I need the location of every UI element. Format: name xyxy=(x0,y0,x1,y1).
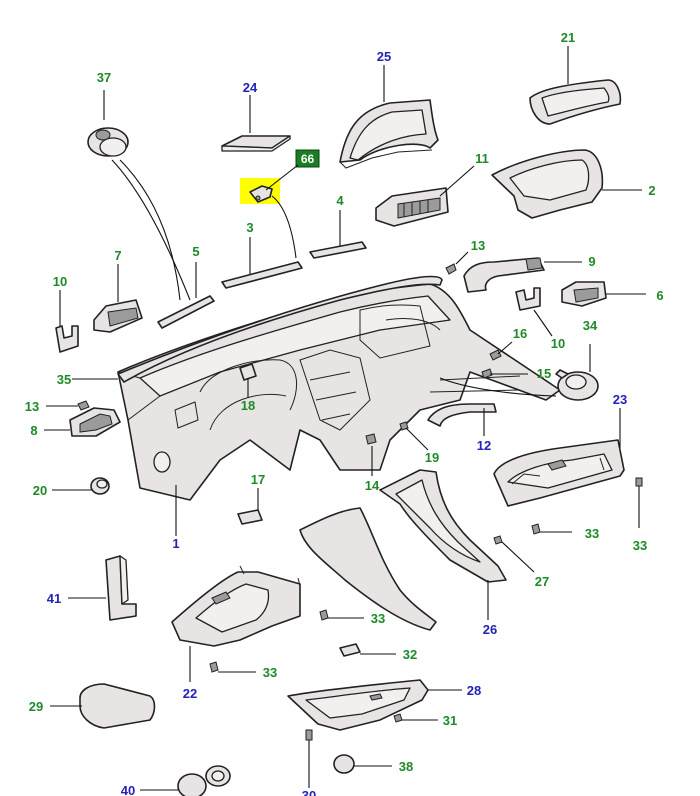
part-11-vent xyxy=(375,187,449,227)
new-part-badge-icon: 66 xyxy=(295,149,320,168)
callout-24: 24 xyxy=(243,80,258,95)
part-lower-trim-panel xyxy=(299,507,437,631)
callout-29: 29 xyxy=(29,699,43,714)
callout-14: 14 xyxy=(365,478,380,493)
part-24-panel xyxy=(221,135,291,152)
callout-7: 7 xyxy=(114,248,121,263)
part-41-bracket xyxy=(105,555,137,621)
part-32-clip xyxy=(339,643,361,657)
callout-41: 41 xyxy=(47,591,61,606)
callout-33-vertical: 33 xyxy=(633,538,647,553)
callout-22: 22 xyxy=(183,686,197,701)
part-3-trim-strip xyxy=(221,261,303,289)
part-20-plug xyxy=(90,477,110,495)
callout-15: 15 xyxy=(537,366,551,381)
badge-text: 66 xyxy=(301,152,315,166)
part-26-side-trim xyxy=(379,469,507,583)
part-28-tray xyxy=(287,679,429,731)
part-10-bracket-right xyxy=(515,287,541,311)
part-13-screw-upper xyxy=(445,263,457,275)
part-35-top-rail xyxy=(117,275,443,383)
callout-18: 18 xyxy=(241,398,255,413)
callout-35: 35 xyxy=(57,372,71,387)
part-18-switch xyxy=(239,363,257,381)
part-34-knob xyxy=(555,369,599,401)
callout-6: 6 xyxy=(656,288,663,303)
part-13-screw-left xyxy=(77,400,90,411)
part-9-handle xyxy=(463,257,545,293)
callout-8: 8 xyxy=(30,423,37,438)
part-7-vent xyxy=(93,299,143,333)
part-29-pad xyxy=(79,683,156,729)
callout-20: 20 xyxy=(33,483,47,498)
part-40-knob-set xyxy=(177,765,231,796)
part-33-screw-mid xyxy=(319,609,329,621)
part-27-screw xyxy=(493,535,503,545)
callout-37: 37 xyxy=(97,70,111,85)
part-33-screw-vertical xyxy=(635,477,643,487)
callout-4: 4 xyxy=(336,193,344,208)
callout-10-right: 10 xyxy=(551,336,565,351)
callout-26: 26 xyxy=(483,622,497,637)
part-4-trim-strip xyxy=(309,241,367,259)
part-10-bracket-left xyxy=(55,325,79,353)
callout-2: 2 xyxy=(648,183,655,198)
callout-21: 21 xyxy=(561,30,575,45)
part-2-glovebox-lid-surround xyxy=(491,149,604,219)
part-30-screw xyxy=(305,729,313,741)
part-12-bracket xyxy=(427,403,497,427)
part-33-screw-low xyxy=(209,661,219,673)
callout-9: 9 xyxy=(588,254,595,269)
callout-11: 11 xyxy=(475,151,489,166)
part-33-screw-right xyxy=(531,523,541,535)
callout-30: 30 xyxy=(302,788,316,796)
callout-25: 25 xyxy=(377,49,391,64)
part-17-blanking-plate xyxy=(237,509,263,525)
part-38-button xyxy=(333,754,355,774)
part-16-screw xyxy=(489,349,502,361)
part-25-instrument-cowl xyxy=(339,99,439,169)
callout-1: 1 xyxy=(172,536,179,551)
callout-32: 32 xyxy=(403,647,417,662)
callout-19: 19 xyxy=(425,450,439,465)
callout-13-left: 13 xyxy=(25,399,39,414)
callout-10-left: 10 xyxy=(53,274,67,289)
callout-31: 31 xyxy=(443,713,457,728)
callout-33-right: 33 xyxy=(585,526,599,541)
callout-3: 3 xyxy=(246,220,253,235)
callout-13-upper: 13 xyxy=(471,238,485,253)
callout-16: 16 xyxy=(513,326,527,341)
callout-27: 27 xyxy=(535,574,549,589)
callout-28: 28 xyxy=(467,683,481,698)
part-14-clip xyxy=(365,433,377,445)
part-6-vent xyxy=(561,281,607,307)
part-15-clip xyxy=(481,368,493,379)
part-37-speaker-cover xyxy=(87,127,129,157)
callout-23: 23 xyxy=(613,392,627,407)
callout-40: 40 xyxy=(121,783,135,796)
part-8-switch-pack xyxy=(69,407,121,437)
callout-33-low: 33 xyxy=(263,665,277,680)
callout-labels: 37 24 25 21 2 11 4 3 5 13 9 7 10 6 16 34… xyxy=(25,30,664,796)
callout-17: 17 xyxy=(251,472,265,487)
callout-5: 5 xyxy=(192,244,199,259)
part-23-glovebox xyxy=(493,439,625,507)
part-21-trim-panel xyxy=(529,79,622,125)
callout-12: 12 xyxy=(477,438,491,453)
callout-38: 38 xyxy=(399,759,413,774)
part-5-trim-strip xyxy=(157,295,215,329)
callout-34: 34 xyxy=(583,318,598,333)
part-31-screw xyxy=(393,713,403,723)
part-22-bracket-lower xyxy=(171,565,301,647)
callout-33-mid: 33 xyxy=(371,611,385,626)
